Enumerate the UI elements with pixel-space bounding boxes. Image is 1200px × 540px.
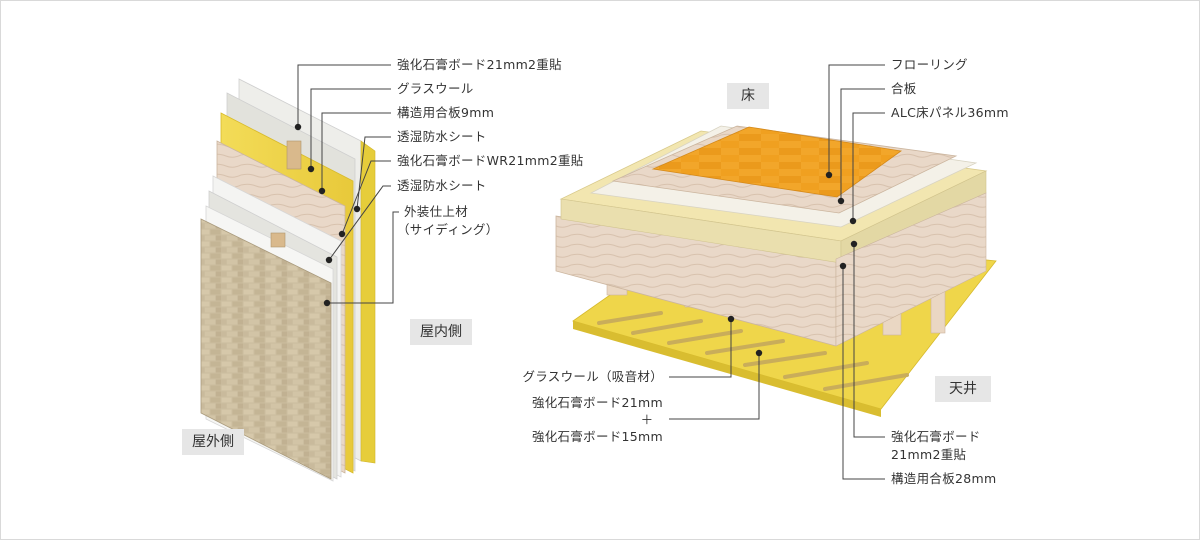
wall-stud <box>286 140 302 170</box>
label-wall-siding: 外装仕上材 <box>404 204 469 219</box>
floor-plywood-side <box>835 192 987 347</box>
label-wall-glass-wool: グラスウール <box>397 81 474 96</box>
label-wall-moisture-sheet-2: 透湿防水シート <box>397 178 487 193</box>
tag-ceiling: 天井 <box>935 376 991 402</box>
label-wall-moisture-sheet: 透湿防水シート <box>397 129 487 144</box>
floor-section <box>555 125 997 417</box>
label-structural-plywood-28: 構造用合板28mm <box>891 471 997 486</box>
wall-stud-2 <box>270 232 286 248</box>
leader-dots <box>294 123 858 357</box>
label-wall-gypsum-21x2: 強化石膏ボード21mm2重貼 <box>397 57 562 72</box>
label-gypsum-15: 強化石膏ボード15mm <box>531 429 663 444</box>
wall-brick-siding <box>200 218 332 480</box>
ceiling-battens <box>597 311 909 391</box>
label-glass-wool-sound: グラスウール（吸音材） <box>522 369 663 384</box>
label-wall-gypsum-wr: 強化石膏ボードWR21mm2重貼 <box>397 153 584 168</box>
label-gypsum-21: 強化石膏ボード21mm <box>531 395 663 410</box>
label-plywood: 合板 <box>891 81 917 96</box>
label-wall-plywood-9: 構造用合板9mm <box>397 105 495 120</box>
leader-lines <box>297 64 885 480</box>
tag-outside: 屋外側 <box>182 429 244 455</box>
label-ceiling-gypsum: 強化石膏ボード <box>891 429 981 444</box>
label-plus: ＋ <box>640 412 654 427</box>
floor-flooring <box>651 126 903 198</box>
tag-floor: 床 <box>727 83 769 109</box>
wall-section <box>200 78 376 482</box>
label-ceiling-gypsum-sub: 21mm2重貼 <box>891 447 967 462</box>
label-wall-siding-sub: （サイディング） <box>397 222 499 237</box>
label-flooring: フローリング <box>891 57 968 72</box>
label-alc-panel: ALC床パネル36mm <box>891 105 1009 120</box>
tag-inside: 屋内側 <box>410 319 472 345</box>
ceiling-edge <box>573 321 881 417</box>
wall-side-thickness <box>360 140 376 464</box>
